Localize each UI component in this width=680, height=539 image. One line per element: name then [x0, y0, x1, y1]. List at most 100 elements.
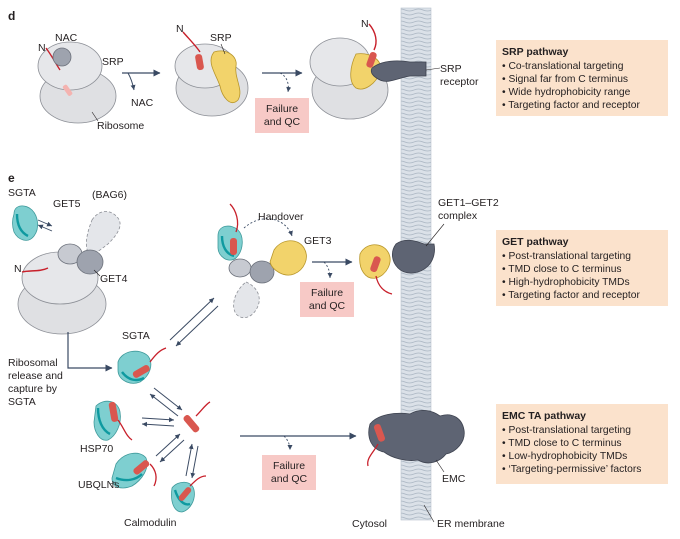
get-pathway-item-1: • Post-translational targeting: [502, 251, 631, 262]
srp-in-label: SRP: [102, 56, 124, 68]
get3-label: GET3: [304, 235, 332, 247]
failure-arrow-2: [323, 261, 333, 279]
ta-chain-hsp70: [117, 419, 133, 441]
failure-arrow-1: [279, 72, 292, 93]
nac-release-arrow: [127, 72, 136, 91]
tmd-emc: [373, 424, 385, 442]
ta-chain-sgta: [149, 347, 167, 363]
get-pathway-title: GET pathway: [502, 236, 569, 248]
get4-leader: [93, 269, 101, 277]
ribosomal-release-label-3: capture by: [8, 383, 58, 395]
failure-qc-text-1b: and QC: [264, 116, 301, 128]
failure-qc-text-2a: Failure: [311, 287, 343, 299]
ribosome-label: Ribosome: [97, 120, 144, 132]
calmodulin-free-arrow-a: [185, 443, 194, 477]
bag6-label: (BAG6): [92, 189, 127, 201]
get-pathway-item-4: • Targeting factor and receptor: [502, 290, 640, 301]
ubqlns-label: UBQLNs: [78, 479, 119, 491]
sgta-free-arrow-a: [153, 387, 183, 411]
sgta-label-top: SGTA: [8, 187, 36, 199]
ribosomal-release-label-4: SGTA: [8, 396, 36, 408]
ubqlns-free-arrow-b: [159, 439, 185, 463]
tmd-ubqlns: [133, 460, 150, 475]
ubqlns-free-arrow-a: [155, 433, 181, 457]
nac-complex: [52, 47, 72, 67]
calmodulin-label: Calmodulin: [124, 517, 177, 529]
emc-pathway-item-2: • TMD close to C terminus: [502, 438, 622, 449]
tmd-get3-docked: [370, 256, 381, 273]
emc-leader: [435, 459, 445, 473]
nascent-chain-4: [21, 267, 49, 273]
ribosomal-release-label-1: Ribosomal: [8, 357, 58, 369]
sgta-free-arrow-b: [149, 393, 179, 417]
ubqlns-leader: [109, 481, 117, 485]
failure-qc-box-1: [255, 98, 309, 133]
signal-sequence-3: [366, 51, 377, 68]
srp-label: SRP: [210, 32, 232, 44]
failure-qc-box-3: [262, 455, 316, 490]
n-terminus-label-3: N: [361, 18, 369, 30]
handover-to-sgta-arrow: [175, 305, 219, 347]
failure-qc-text-1a: Failure: [266, 103, 298, 115]
nac-label: NAC: [55, 32, 78, 44]
get5-sgta-arrow: [37, 224, 53, 232]
get1-get2-complex: [392, 239, 435, 274]
get5-label: GET5: [53, 198, 81, 210]
srp-pathway-item-3: • Wide hydrophobicity range: [502, 87, 631, 98]
ta-chain-free: [195, 401, 211, 417]
emc-pathway-box: EMC TA pathway • Post-translational targ…: [496, 404, 668, 484]
signal-sequence-2: [195, 54, 204, 71]
get5-handover: [228, 258, 252, 278]
nascent-chain-3: [368, 23, 377, 51]
emc-pathway-item-1: • Post-translational targeting: [502, 425, 631, 436]
srp-pathway-item-1: • Co-translational targeting: [502, 61, 624, 72]
srp-pathway-title: SRP pathway: [502, 46, 568, 58]
ta-chain-handover: [229, 203, 239, 233]
panel-e-label: e: [8, 171, 15, 185]
get-pathway-item-3: • High-hydrophobicity TMDs: [502, 277, 630, 288]
ribosomal-release-label-2: release and: [8, 370, 63, 382]
get4: [76, 249, 104, 275]
ribosome-leader: [91, 111, 99, 122]
failure-arrow-3: [283, 435, 293, 451]
get-pathway-box: GET pathway • Post-translational targeti…: [496, 230, 668, 306]
ta-chain-get3-docked: [375, 275, 393, 295]
hsp70-label: HSP70: [80, 443, 113, 455]
failure-qc-box-2: [300, 282, 354, 317]
er-membrane-leader: [423, 504, 435, 523]
handover-dashed-arrow: [243, 218, 293, 237]
sgta-top: [12, 205, 38, 241]
get1-get2-leader: [425, 223, 445, 247]
calmodulin-free-arrow-b: [190, 445, 199, 479]
emc-label: EMC: [442, 473, 466, 485]
nascent-chain-2: [182, 31, 201, 53]
get1-get2-label-1: GET1–GET2: [438, 197, 499, 209]
get1-get2-label-2: complex: [438, 210, 478, 222]
failure-qc-text-2b: and QC: [309, 300, 346, 312]
sgta-handover-groove: [220, 235, 235, 258]
cytosol-label: Cytosol: [352, 518, 387, 530]
tmd-sgta: [132, 365, 150, 378]
hsp70-free-arrow-a: [141, 417, 175, 423]
n-terminus-label-2: N: [176, 23, 184, 35]
sgta-get5-arrow: [37, 219, 53, 227]
ribosomal-release-arrow: [67, 332, 113, 372]
srp-pathway-box: SRP pathway • Co-translational targeting…: [496, 40, 668, 116]
n-terminus-label-1: N: [38, 42, 46, 54]
n-terminus-label-4: N: [14, 263, 22, 275]
bag6-handover: [233, 281, 260, 319]
get3-handover: [269, 240, 307, 276]
srp-receptor: [370, 60, 427, 82]
ta-chain-ubqlns: [149, 463, 157, 487]
ubqlns-groove: [115, 473, 143, 482]
handover-label: Handover: [258, 211, 304, 223]
failure-qc-text-3b: and QC: [271, 473, 308, 485]
nac-out-label: NAC: [131, 97, 154, 109]
srp-leader: [220, 43, 226, 55]
emc-pathway-title: EMC TA pathway: [502, 410, 586, 422]
srp-pathway-item-4: • Targeting factor and receptor: [502, 100, 640, 111]
emc-complex: [368, 410, 465, 464]
srp-receptor-leader: [425, 67, 441, 71]
bag6: [85, 211, 121, 254]
